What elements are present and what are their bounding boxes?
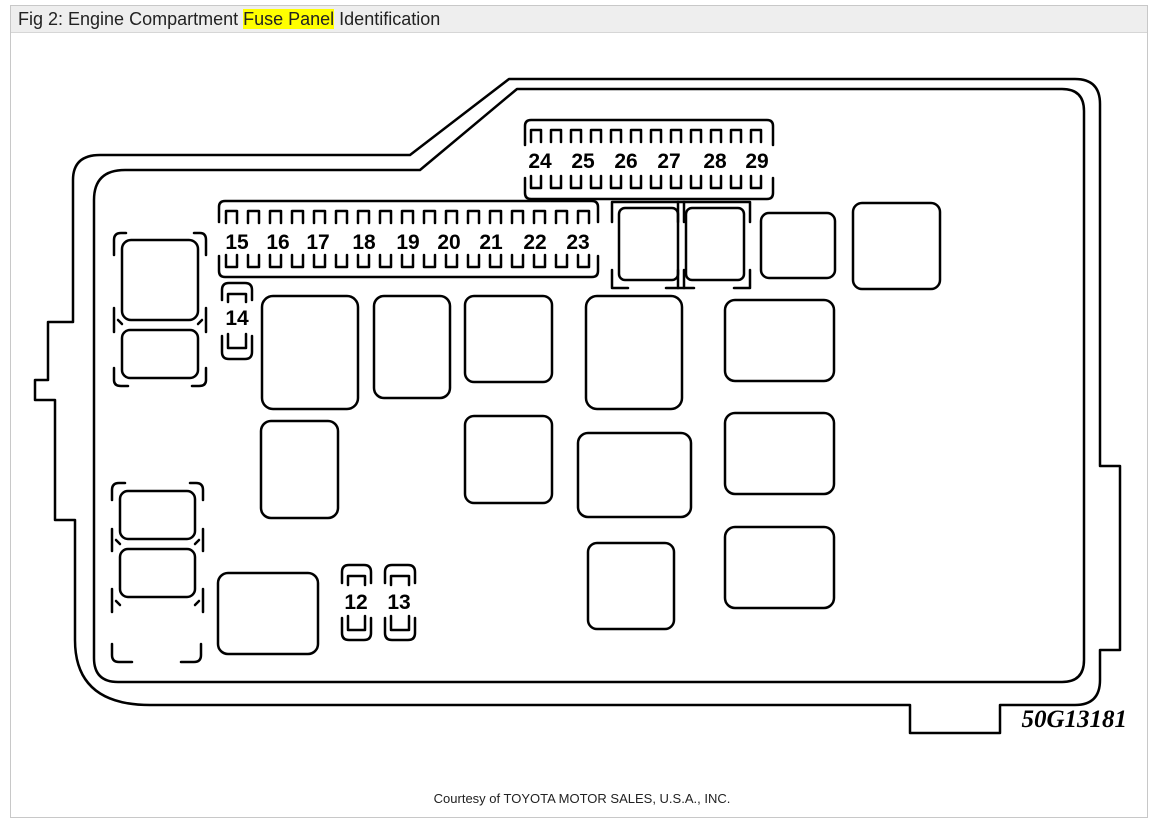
fuse-label-17: 17 xyxy=(306,231,329,254)
relay-box xyxy=(372,294,452,400)
fuse-label-28: 28 xyxy=(703,150,727,173)
fuse-label-23: 23 xyxy=(566,231,589,254)
relay-box xyxy=(463,414,554,505)
relay-holder-pair xyxy=(610,200,752,290)
relay-box xyxy=(851,201,942,291)
fuse-label-12: 12 xyxy=(344,591,367,614)
courtesy-credit: Courtesy of TOYOTA MOTOR SALES, U.S.A., … xyxy=(433,791,731,806)
relay-box xyxy=(259,419,340,520)
fuse-block-middle xyxy=(217,199,600,279)
relay-box xyxy=(723,411,836,496)
fuse-label-25: 25 xyxy=(571,150,595,173)
relay-box xyxy=(584,294,684,411)
fuse-label-20: 20 xyxy=(437,231,460,254)
fuse-label-15: 15 xyxy=(225,231,249,254)
relay-stack-lower-left xyxy=(110,481,205,664)
part-code: 50G13181 xyxy=(1021,706,1127,733)
fuse-label-29: 29 xyxy=(745,150,768,173)
fuse-label-18: 18 xyxy=(352,231,376,254)
fuse-label-27: 27 xyxy=(657,150,680,173)
relay-box xyxy=(260,294,360,411)
relay-stack-upper-left xyxy=(112,231,208,388)
relay-box xyxy=(759,211,837,280)
relay-box xyxy=(723,298,836,383)
title-prefix: Fig 2: Engine Compartment xyxy=(18,9,244,29)
figure-title-bar: Fig 2: Engine Compartment Fuse Panel Ide… xyxy=(11,6,1147,33)
relay-box xyxy=(586,541,676,631)
fuse-label-16: 16 xyxy=(266,231,289,254)
fuse-label-19: 19 xyxy=(396,231,419,254)
fuse-14 xyxy=(220,281,254,361)
fuse-label-24: 24 xyxy=(528,150,552,173)
fuse-label-21: 21 xyxy=(479,231,503,254)
figure-title: Fig 2: Engine Compartment Fuse Panel Ide… xyxy=(18,9,440,30)
housing-outer-outline xyxy=(33,77,1122,735)
relay-box xyxy=(723,525,836,610)
title-suffix: Identification xyxy=(334,9,441,29)
fuse-block-top xyxy=(523,118,775,201)
housing-inner-outline xyxy=(92,87,1086,684)
relay-box xyxy=(576,431,693,519)
relay-box xyxy=(463,294,554,384)
fuse-label-26: 26 xyxy=(614,150,637,173)
relay-box xyxy=(216,571,320,656)
fuse-13 xyxy=(383,563,417,642)
fuse-label-22: 22 xyxy=(523,231,546,254)
fuse-12 xyxy=(340,563,373,642)
title-highlight: Fuse Panel xyxy=(243,9,335,29)
fuse-label-13: 13 xyxy=(387,591,410,614)
fuse-label-14: 14 xyxy=(225,307,249,330)
